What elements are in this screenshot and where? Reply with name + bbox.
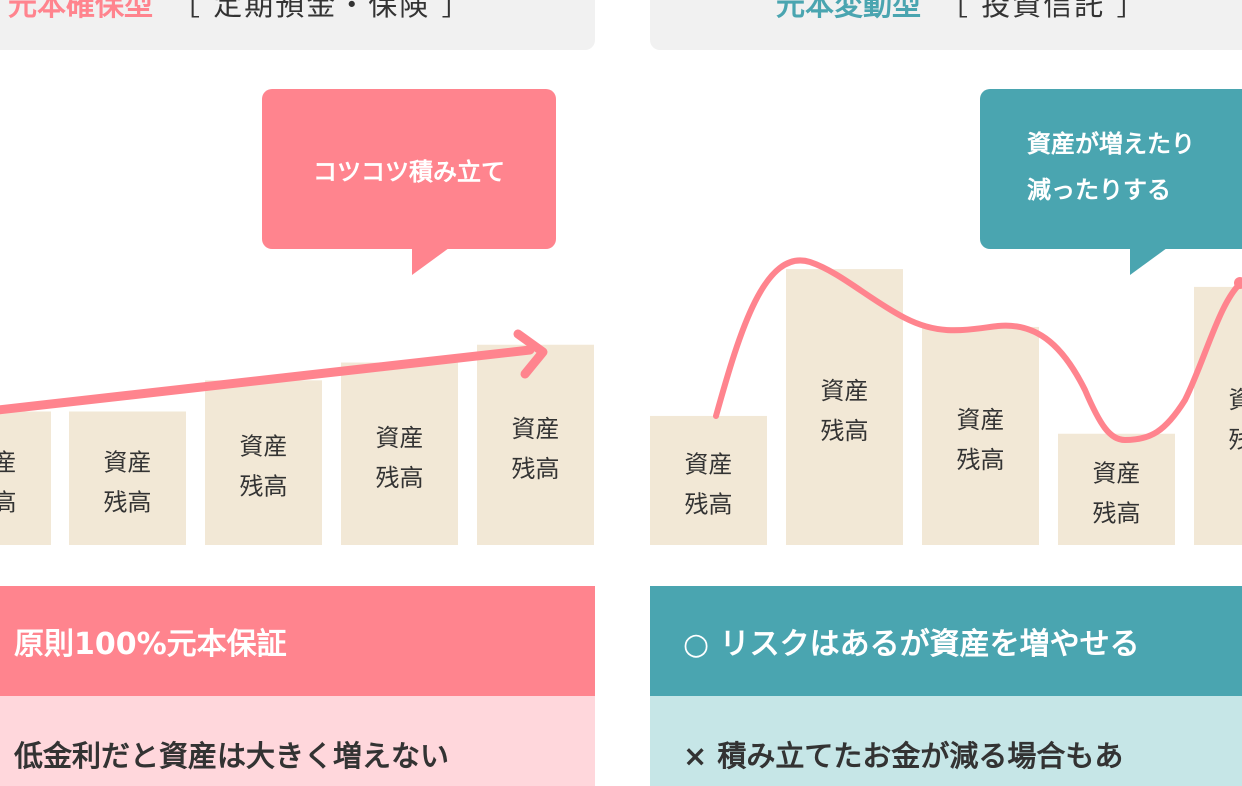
left-bar-label-line2: 残高 [0, 488, 17, 516]
left-bar-label-line1: 資産 [512, 415, 560, 443]
left-note-text: 低金利だと資産は大きく増えない [14, 733, 449, 775]
speech-bubble-right: 資産が増えたり 減ったりする [980, 89, 1242, 249]
right-bar-label-line1: 資産 [957, 406, 1005, 434]
right-bar-rect [922, 327, 1039, 545]
left-feature-band: 原則100%元本保証 [0, 586, 595, 696]
right-bar-label-line2: 残高 [1229, 426, 1242, 454]
speech-bubble-right-line1: 資産が増えたり [1027, 121, 1242, 167]
left-bar-label-line1: 資産 [376, 424, 424, 452]
right-bar-label-line2: 残高 [821, 417, 869, 445]
left-feature-text: 原則100%元本保証 [14, 619, 287, 663]
right-bar-rect [650, 416, 767, 545]
left-bar-label-line2: 残高 [512, 455, 560, 483]
right-bar-label-line1: 資産 [1229, 386, 1242, 414]
left-bar-label-line2: 残高 [104, 488, 152, 516]
left-bar-label-line2: 残高 [376, 464, 424, 492]
left-bar-label-line1: 資産 [0, 448, 17, 476]
left-bar-rect [205, 380, 322, 545]
speech-bubble-left-tail [412, 248, 449, 275]
right-note-text: × 積み立てたお金が減る場合もあ [683, 733, 1123, 775]
left-bar-rect [341, 363, 458, 545]
left-note-band: 低金利だと資産は大きく増えない [0, 696, 595, 786]
speech-bubble-right-tail [1130, 248, 1167, 275]
right-bar-label-line2: 残高 [685, 490, 733, 518]
right-feature-band: ○ リスクはあるが資産を増やせる [650, 586, 1242, 696]
right-bar-label-line2: 残高 [957, 446, 1005, 474]
speech-bubble-left: コツコツ積み立て [262, 89, 556, 249]
right-bar-label-line1: 資産 [821, 377, 869, 405]
left-bar-rect [0, 412, 51, 546]
right-bar-rect [786, 269, 903, 545]
right-bar-label-line2: 残高 [1093, 499, 1141, 527]
right-bar-label-line1: 資産 [685, 450, 733, 478]
right-bar-label-line1: 資産 [1093, 459, 1141, 487]
speech-bubble-right-line2: 減ったりする [1027, 167, 1242, 213]
right-note-band: × 積み立てたお金が減る場合もあ [650, 696, 1242, 786]
left-bar-label-line2: 残高 [240, 473, 288, 501]
left-bar-rect [69, 412, 186, 546]
left-bar-rect [477, 345, 594, 545]
right-feature-text: ○ リスクはあるが資産を増やせる [683, 619, 1140, 663]
speech-bubble-left-text: コツコツ積み立て [313, 152, 505, 187]
left-bar-label-line1: 資産 [104, 448, 152, 476]
right-bar-rect [1058, 434, 1175, 545]
left-bar-label-line1: 資産 [240, 433, 288, 461]
